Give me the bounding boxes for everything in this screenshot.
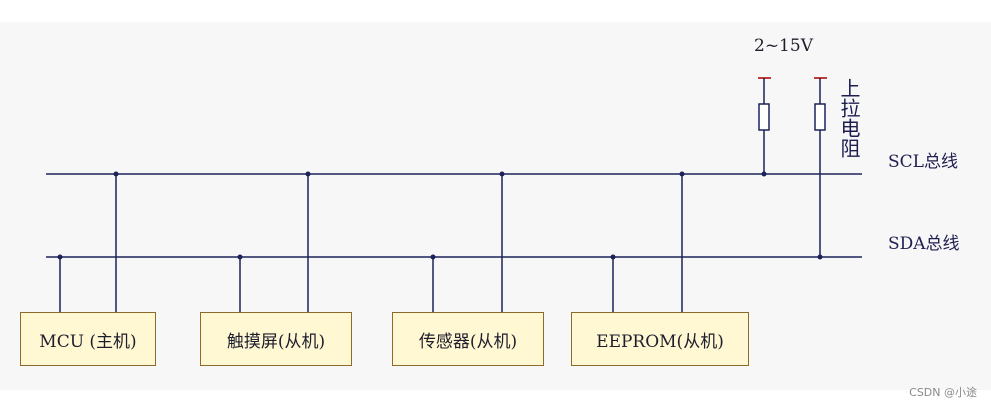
touchscreen-sda-junction: [237, 254, 243, 260]
watermark: CSDN @小途: [909, 386, 977, 399]
pullup-resistor-label: 上拉电阻: [837, 78, 861, 158]
mcu-sda-junction: [57, 254, 63, 260]
device-eeprom: EEPROM(从机): [571, 312, 749, 366]
sensor-scl-junction: [499, 171, 505, 177]
mcu-scl-junction: [113, 171, 119, 177]
sda-pullup-junction: [817, 254, 823, 260]
eeprom-scl-junction: [679, 171, 685, 177]
sda-bus-label: SDA总线: [888, 234, 960, 254]
device-sensor: 传感器(从机): [392, 312, 544, 366]
device-touchscreen: 触摸屏(从机): [200, 312, 352, 366]
supply-voltage-label: 2~15V: [754, 36, 813, 56]
scl-pullup-junction: [761, 171, 767, 177]
touchscreen-scl-junction: [305, 171, 311, 177]
scl-bus-label: SCL总线: [888, 152, 958, 172]
scl-pullup-resistor: [758, 103, 770, 131]
device-mcu: MCU (主机): [20, 312, 156, 366]
sensor-sda-junction: [430, 254, 436, 260]
eeprom-sda-junction: [610, 254, 616, 260]
sda-pullup-resistor: [814, 103, 826, 131]
